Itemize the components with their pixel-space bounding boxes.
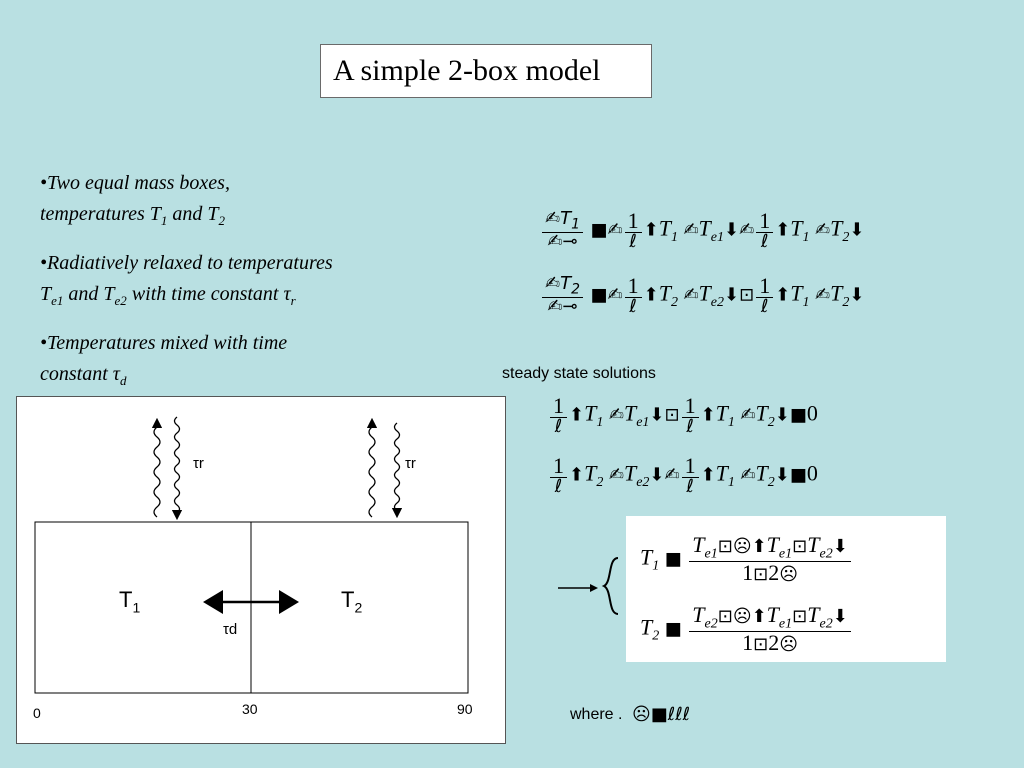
two-box-diagram-svg [34,416,469,694]
solution-box: T1 ■ Te1⊡☹⬆Te1⊡Te2⬇ 1⊡2☹ T2 ■ Te2⊡☹⬆Te1⊡… [626,516,946,662]
fraction: Te2⊡☹⬆Te1⊡Te2⬇ 1⊡2☹ [689,604,851,654]
bullet-2-sub: e1 [51,293,64,308]
fraction: Te1⊡☹⬆Te1⊡Te2⬇ 1⊡2☹ [689,534,851,584]
two-box-diagram: τr τr T1 T2 τd 0 30 90 [16,396,506,744]
bullet-1-text: temperatures T [40,203,161,225]
bullet-1-sub: 2 [218,213,226,228]
bullet-2-and: and T [63,283,115,305]
bullet-1-sub: 1 [160,213,168,228]
bullet-2-text: T [40,283,52,305]
where-label: where . [570,706,623,723]
bullet-1-and: and T [167,203,219,225]
box-1-label: T1 [119,587,141,616]
axis-tick-30: 30 [242,701,258,717]
bullet-3: •Temperatures mixed with time constant τ… [40,328,440,396]
bullet-3-text: constant τ [40,363,120,385]
bullet-2-sub: e2 [114,293,127,308]
where-definition: ☹■ℓℓℓ [632,704,691,725]
derivative-fraction: ✍T1✍⊸ [542,210,584,251]
bullet-3-line-1: •Temperatures mixed with time [40,332,288,354]
tau-d-label: τd [223,621,238,638]
bullet-2-sub: r [290,293,296,308]
bullet-3-sub: d [119,373,127,388]
solution-T1: T1 ■ Te1⊡☹⬆Te1⊡Te2⬇ 1⊡2☹ [640,534,853,584]
bullet-list: •Two equal mass boxes, temperatures T1 a… [40,168,440,408]
axis-tick-90: 90 [457,701,473,717]
slide-title: A simple 2-box model [320,44,652,98]
tau-r-right-label: τr [405,455,416,472]
bullet-1-line-1: •Two equal mass boxes, [40,172,230,194]
box-2-label: T2 [341,587,363,616]
derivative-fraction: ✍T2✍⊸ [542,275,584,316]
steady-state-label: steady state solutions [502,365,656,382]
bullet-2: •Radiatively relaxed to temperatures Te1… [40,248,440,316]
axis-tick-0: 0 [33,705,41,721]
tau-r-left-label: τr [193,455,204,472]
implies-arrow-icon [558,557,619,615]
bullet-2-rest: with time constant τ [126,283,291,305]
bullet-1: •Two equal mass boxes, temperatures T1 a… [40,168,440,236]
bullet-2-line-1: •Radiatively relaxed to temperatures [40,252,333,274]
solution-T2: T2 ■ Te2⊡☹⬆Te1⊡Te2⬇ 1⊡2☹ [640,604,853,654]
